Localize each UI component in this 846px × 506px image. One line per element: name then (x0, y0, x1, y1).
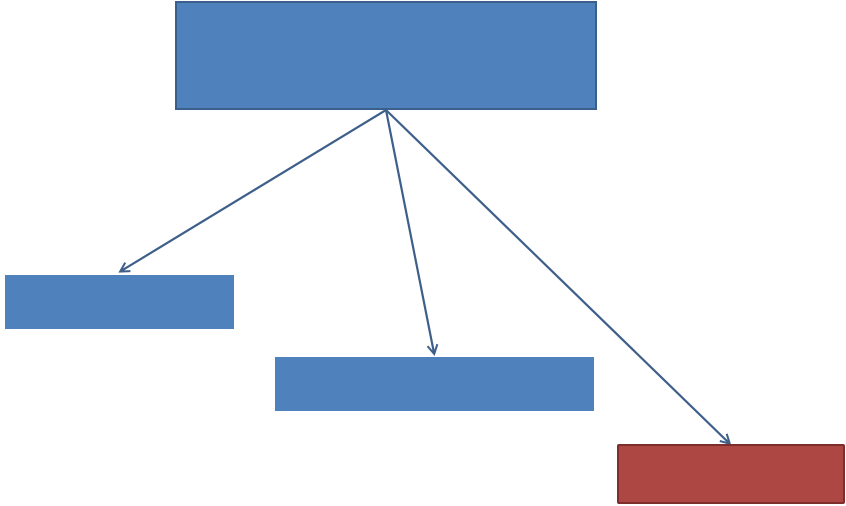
right-child-node-box-highlighted[interactable] (617, 444, 845, 504)
arrow-root-to-left (121, 109, 387, 271)
middle-child-node-box[interactable] (275, 357, 594, 411)
left-child-node-box[interactable] (5, 275, 234, 329)
root-node-box[interactable] (175, 1, 597, 110)
arrow-root-to-right (385, 109, 729, 443)
arrow-root-to-middle (384, 109, 434, 353)
